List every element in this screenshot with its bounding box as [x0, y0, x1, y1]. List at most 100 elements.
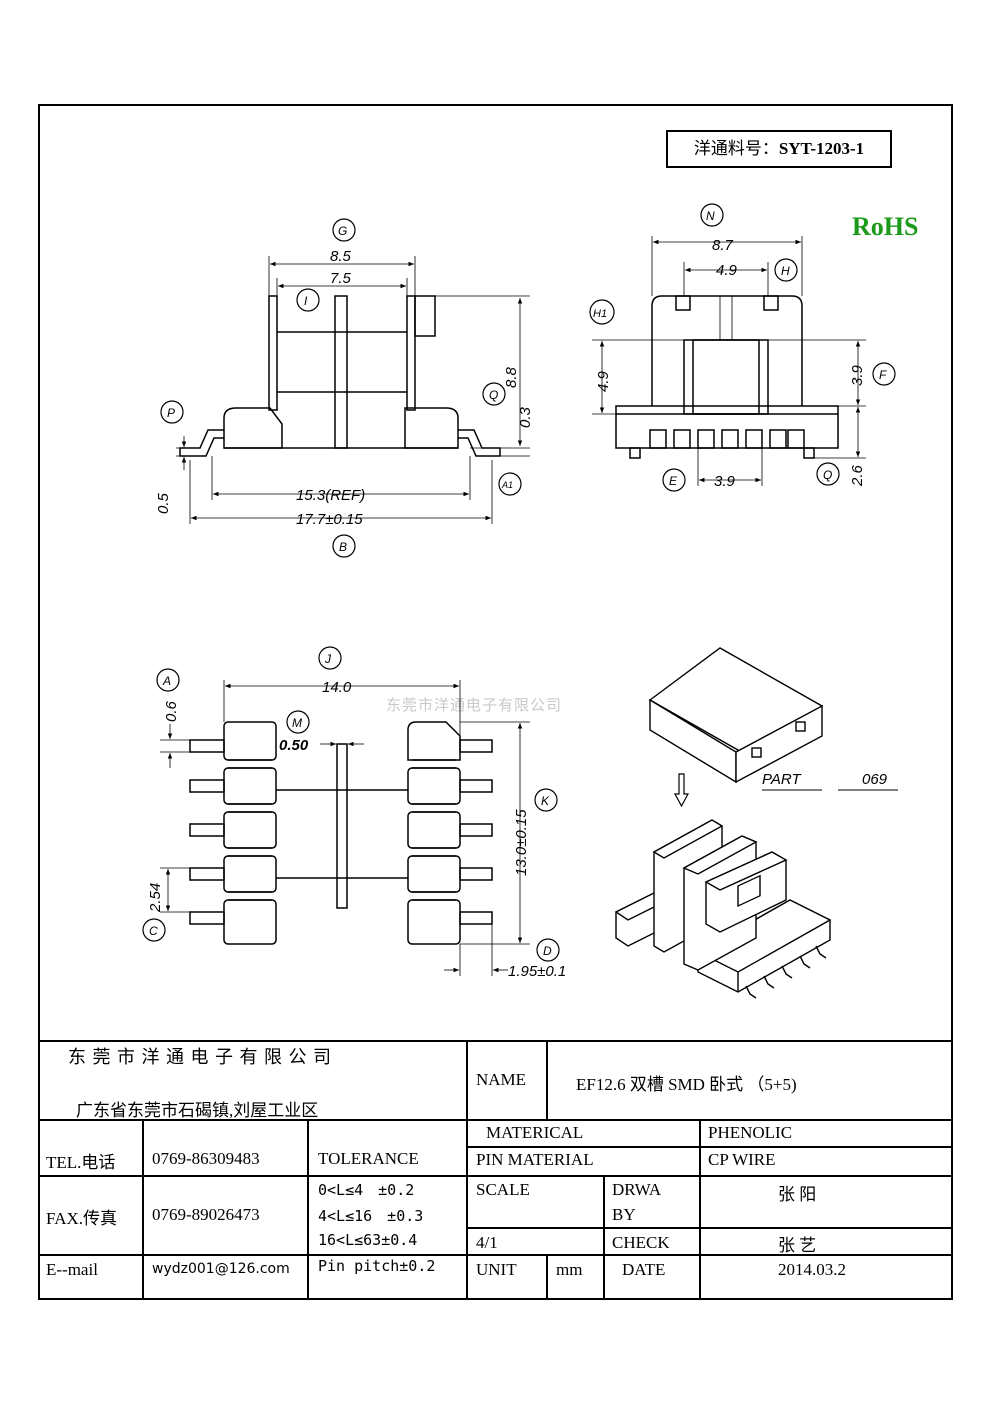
company-name: 东 莞 市 洋 通 电 子 有 限 公 司	[68, 1047, 332, 1067]
callout-n: N	[706, 209, 715, 223]
front-view	[589, 203, 896, 492]
callout-h1: H1	[593, 308, 607, 320]
drawn-label-2: BY	[612, 1205, 636, 1224]
callout-q-front: Q	[823, 468, 832, 482]
drawn-label-1: DRWA	[612, 1180, 662, 1199]
callout-p: P	[167, 406, 175, 420]
front-window	[683, 339, 769, 415]
callout-j: J	[324, 652, 332, 666]
dim-bottom: 3.9	[714, 473, 736, 490]
tolerance-label: TOLERANCE	[318, 1149, 419, 1168]
cover-text: PART 069	[762, 771, 888, 788]
callout-e: E	[669, 474, 678, 488]
tolerance-1: 0<L≤4 ±0.2	[318, 1181, 415, 1199]
front-core	[692, 339, 760, 415]
fax-label: FAX.传真	[46, 1209, 117, 1228]
isometric-cover	[648, 647, 898, 791]
unit-label: UNIT	[476, 1260, 517, 1279]
scale-label: SCALE	[476, 1180, 530, 1199]
top-right-blocks	[407, 721, 461, 945]
side-center-post	[334, 295, 348, 449]
dim-top-width: 14.0	[322, 679, 352, 696]
callout-i: I	[304, 294, 308, 308]
side-view	[160, 218, 530, 558]
callout-a1: A1	[501, 480, 513, 490]
dim-slot: 0.50	[279, 737, 309, 754]
tolerance-4: Pin pitch±0.2	[318, 1257, 436, 1275]
dim-height: 8.8	[503, 366, 520, 388]
dim-pin: 1.95±0.1	[508, 963, 566, 980]
technical-drawing: G I P Q A1 B 8.5 7.5 8.8 0.3 0.5 15.3(RE…	[142, 203, 898, 999]
callout-c: C	[149, 924, 158, 938]
pin-material-label: PIN MATERIAL	[476, 1150, 594, 1169]
check-label: CHECK	[612, 1233, 670, 1252]
dim-top-outer: 8.5	[330, 248, 352, 265]
front-pins	[629, 429, 815, 459]
date-label: DATE	[622, 1260, 666, 1279]
drawn-value: 张 阳	[778, 1185, 817, 1204]
isometric-bobbin	[614, 819, 832, 999]
part-number-label: 洋通料号：	[693, 139, 779, 158]
dim-width: 8.7	[712, 237, 734, 254]
side-base-left	[223, 407, 283, 449]
isometric-arrow	[673, 773, 690, 808]
front-bobbin-outline	[651, 295, 803, 406]
top-pins	[189, 739, 493, 925]
email-value: wydz001@126.com	[152, 1261, 290, 1277]
side-pin-right	[458, 429, 501, 457]
side-base-right	[404, 407, 459, 449]
dim-ref: 15.3(REF)	[296, 487, 365, 504]
part-number-value: SYT-1203-1	[778, 139, 865, 158]
tolerance-2: 4<L≤16 ±0.3	[318, 1207, 424, 1225]
callout-k: K	[541, 794, 550, 808]
top-center-slot	[336, 743, 348, 909]
dim-left-h: 4.9	[595, 370, 612, 392]
material-label: MATERICAL	[486, 1123, 584, 1142]
callout-g: G	[338, 224, 347, 238]
dim-pin-h: 2.6	[849, 464, 866, 487]
name-label: NAME	[476, 1070, 527, 1089]
front-view-text: N H H1 F E Q 8.7 4.9 4.9 3.9 2.6 3.9	[593, 209, 887, 490]
side-pin-left	[179, 429, 224, 457]
top-view	[142, 646, 560, 976]
drawing-frame	[38, 104, 953, 1300]
callout-a: A	[162, 674, 171, 688]
side-flange-left	[268, 295, 278, 411]
cover-part-label: PART	[762, 771, 802, 788]
title-block-grid	[38, 1040, 953, 1300]
dim-inner: 4.9	[716, 262, 738, 279]
name-value: EF12.6 双槽 SMD 卧式 （5+5)	[576, 1075, 797, 1094]
side-tab	[414, 295, 436, 337]
callout-f: F	[879, 368, 887, 382]
tolerance-3: 16<L≤63±0.4	[318, 1231, 418, 1249]
tel-label: TEL.电话	[46, 1153, 116, 1172]
tel-value: 0769-86309483	[152, 1149, 260, 1168]
top-left-blocks	[223, 721, 277, 945]
material-value: PHENOLIC	[708, 1123, 793, 1142]
unit-value: mm	[556, 1260, 583, 1279]
dim-top-inner: 7.5	[330, 270, 352, 287]
callout-q-side: Q	[489, 388, 498, 402]
side-flange-right	[406, 295, 416, 411]
company-address: 广东省东莞市石碣镇,刘屋工业区	[76, 1101, 319, 1120]
dim-right-h: 3.9	[849, 364, 866, 386]
callout-m: M	[292, 716, 302, 730]
cover-part-no: 069	[862, 771, 888, 788]
top-view-text: A J M K C D 14.0 0.6 0.50 13.0±0.15 2.54…	[147, 652, 566, 980]
email-label: E--mail	[46, 1260, 98, 1279]
dim-lead: 0.5	[155, 492, 172, 514]
dim-pitch: 2.54	[147, 883, 164, 913]
pin-material-value: CP WIRE	[708, 1150, 776, 1169]
fax-value: 0769-89026473	[152, 1205, 260, 1224]
dim-overall: 17.7±0.15	[296, 511, 363, 528]
dim-top-height: 13.0±0.15	[513, 809, 530, 876]
callout-b: B	[339, 540, 347, 554]
callout-d: D	[543, 944, 552, 958]
side-view-text: G I P Q A1 B 8.5 7.5 8.8 0.3 0.5 15.3(RE…	[155, 224, 534, 554]
callout-h: H	[781, 264, 790, 278]
check-value: 张 艺	[778, 1236, 817, 1255]
date-value: 2014.03.2	[778, 1260, 846, 1279]
dim-offset: 0.3	[517, 406, 534, 428]
rohs-mark: RoHS	[852, 212, 919, 241]
part-number-box: 洋通料号：SYT-1203-1	[666, 130, 892, 168]
